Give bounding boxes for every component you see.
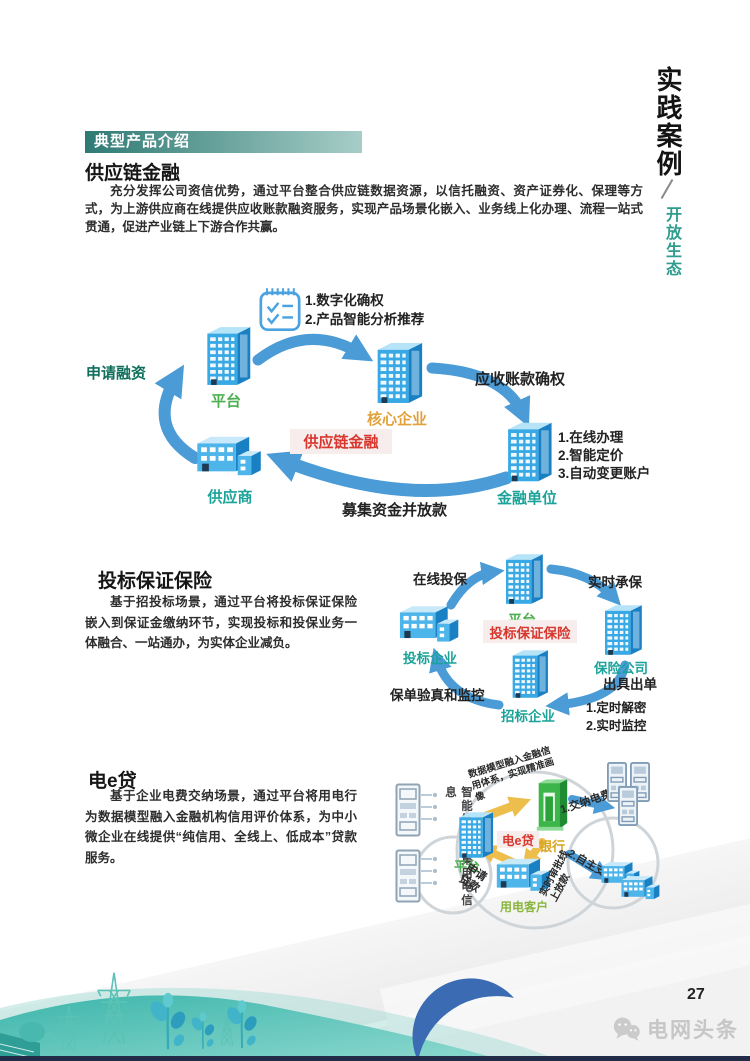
section1-title: 供应链金融: [85, 163, 181, 184]
diagram1-core-enterprise-label: 核心企业: [366, 411, 427, 428]
diagram1-center-label: 供应链金融: [290, 429, 392, 454]
panel-icon: [618, 786, 638, 826]
section2-title: 投标保证保险: [98, 571, 213, 592]
page-number: 27: [687, 986, 705, 1003]
factory-icon-supplier: [190, 430, 270, 480]
diagram1-finance-unit-label: 金融单位: [496, 490, 557, 507]
chapter-slash-divider: [660, 178, 674, 200]
bid-insurance-diagram: 在线投保 平台 实时承保 保险公司 出具出单 投标保证保险 投标企业 招标企业 …: [385, 545, 685, 750]
section1-body: 充分发挥公司资信优势，通过平台整合供应链数据资源，以信托融资、资产证券化、保理等…: [85, 184, 643, 234]
diagram3-platform-label: 平台: [453, 859, 480, 874]
bottom-landscape-art: [0, 971, 560, 1061]
diagram1-receivable-confirm-label: 应收账款确权: [475, 371, 566, 388]
chapter-title-vertical: 实践案例: [653, 66, 683, 178]
diagram1-finance-item3: 3.自动变更账户: [558, 466, 651, 481]
building-icon-tender-enterprise: [505, 645, 551, 703]
section3-title: 电e贷: [88, 771, 137, 792]
diagram1-arrows: [154, 333, 531, 497]
factory-icon-bid-enterprise: [393, 600, 467, 646]
diagram1-note2: 2.产品智能分析推荐: [305, 312, 425, 327]
building-icon-platform: [198, 322, 254, 390]
watermark-text: 电网头条: [647, 1019, 739, 1042]
e-loan-diagram: 智能终端采集用电信息 平台 数据模型融入金融信用体系，实现精准画像 银行 电e贷…: [385, 745, 680, 930]
diagram1-supplier-label: 供应商: [207, 489, 253, 506]
chapter-subtitle-vertical: 开放生态: [663, 206, 680, 278]
diagram2-item2: 2.实时监控: [586, 719, 647, 733]
diagram2-arrows: [429, 561, 630, 716]
building-icon-core-enterprise: [368, 338, 426, 408]
diagram1-finance-item2: 2.智能定价: [558, 448, 624, 463]
diagram2-policy-verify-label: 保单验真和监控: [390, 688, 485, 703]
supply-chain-finance-diagram: 1.数字化确权 2.产品智能分析推荐 申请融资 平台 核心企业 应收账款确权 金…: [80, 278, 680, 538]
cloud-outline: [413, 770, 660, 930]
wechat-icon: [613, 1017, 640, 1041]
diagram3-power-customer-label: 用电客户: [499, 900, 548, 914]
diagram1-note1: 1.数字化确权: [305, 293, 384, 308]
diagram1-apply-financing-label: 申请融资: [86, 365, 147, 382]
diagram2-tender-enterprise-label: 招标企业: [501, 709, 555, 724]
building-icon-platform2: [498, 549, 546, 609]
diagram2-online-insure-label: 在线投保: [413, 572, 467, 587]
bottom-strip: [0, 1056, 750, 1061]
building-icon-insurance-company: [597, 600, 645, 660]
diagram3-center-label: 电e贷: [497, 831, 539, 848]
diagram3-bank-label: 银行: [538, 839, 565, 854]
diagram1-raise-funds-label: 募集资金并放款: [342, 502, 448, 519]
diagram2-insurance-company-label: 保险公司: [594, 661, 648, 676]
section2-body: 基于招投标场景，通过平台将投标保证保险嵌入到保证金缴纳环节，实现投标和投保业务一…: [85, 595, 357, 650]
checklist-icon: [259, 288, 301, 332]
meter-connector-lines: [421, 793, 437, 885]
factory-icon-small: [618, 872, 664, 902]
section-badge: 典型产品介绍: [85, 131, 362, 153]
diagram2-bid-enterprise-label: 投标企业: [403, 651, 457, 666]
diagram2-item1: 1.定时解密: [586, 701, 647, 715]
diagram1-platform-label: 平台: [210, 393, 241, 410]
section3-body: 基于企业电费交纳场景，通过平台将用电行为数据模型融入金融机构信用评价体系，为中小…: [85, 789, 357, 865]
building-icon-finance-unit: [498, 418, 556, 486]
diagram2-issue-policy-label: 出具出单: [603, 677, 657, 692]
diagram2-realtime-underwrite-label: 实时承保: [588, 575, 642, 590]
diagram2-center-label: 投标保证保险: [483, 620, 577, 643]
diagram1-finance-item1: 1.在线办理: [558, 430, 624, 445]
watermark: 电网头条: [612, 1014, 739, 1044]
